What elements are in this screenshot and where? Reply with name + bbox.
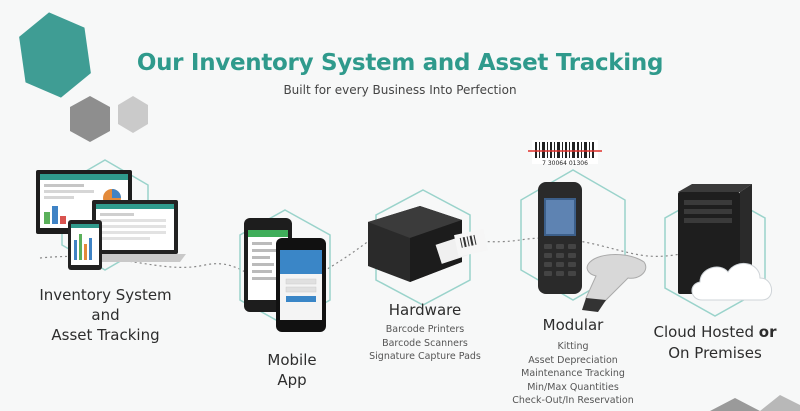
phone-front xyxy=(276,238,326,332)
mobile-computer-scanner xyxy=(538,182,582,294)
cloud-line1: Cloud Hosted or xyxy=(630,322,800,343)
hex-outline-modular xyxy=(520,169,626,301)
page-subtitle: Built for every Business Into Perfection xyxy=(283,83,517,97)
barcode-number: 7 30064 01306 xyxy=(542,160,588,167)
hexagon-gray xyxy=(70,96,110,142)
hardware-items: Barcode Printers Barcode Scanners Signat… xyxy=(350,323,500,364)
handheld-scanner xyxy=(582,254,647,312)
barcode-graphic xyxy=(528,140,602,164)
hexagon-bottom-right-1 xyxy=(710,398,760,411)
hexagon-teal-large xyxy=(19,12,91,98)
tablet xyxy=(68,220,102,270)
hardware-item: Barcode Printers xyxy=(385,324,465,335)
laptop xyxy=(84,200,186,262)
modular-item: Maintenance Tracking xyxy=(521,368,625,379)
modular-item: Check-Out/In Reservation xyxy=(512,395,634,406)
hex-outline-cloud xyxy=(664,189,766,317)
hardware-item: Signature Capture Pads xyxy=(369,351,481,362)
page-title: Our Inventory System and Asset Tracking xyxy=(136,50,664,76)
hexagon-bottom-right-2 xyxy=(760,395,800,411)
inventory-line1: Inventory System xyxy=(39,286,172,304)
cloud-hosted-text: Cloud Hosted xyxy=(653,323,755,341)
hexagon-light xyxy=(118,96,148,133)
hardware-item: Barcode Scanners xyxy=(382,337,468,349)
mobile-line1: Mobile xyxy=(267,351,317,369)
cloud-label: Cloud Hosted or On Premises xyxy=(630,322,800,364)
mobile-label: Mobile App xyxy=(250,350,334,390)
cloud-icon xyxy=(691,263,772,301)
inventory-line3: Asset Tracking xyxy=(51,326,160,344)
hardware-title: Hardware xyxy=(388,301,462,319)
inventory-line2: and xyxy=(91,306,120,324)
hex-outline-hardware xyxy=(375,189,471,306)
cloud-line2: On Premises xyxy=(668,344,762,362)
modular-items: Kitting Asset Depreciation Maintenance T… xyxy=(498,340,648,408)
cloud-or-text: or xyxy=(758,323,777,341)
modular-item: Min/Max Quantities xyxy=(527,381,619,393)
label-printer xyxy=(368,206,488,282)
modular-item: Asset Depreciation xyxy=(528,354,618,366)
inventory-label: Inventory System and Asset Tracking xyxy=(18,285,193,345)
mobile-line2: App xyxy=(277,371,307,389)
modular-item: Kitting xyxy=(557,341,589,352)
modular-title: Modular xyxy=(542,316,604,334)
